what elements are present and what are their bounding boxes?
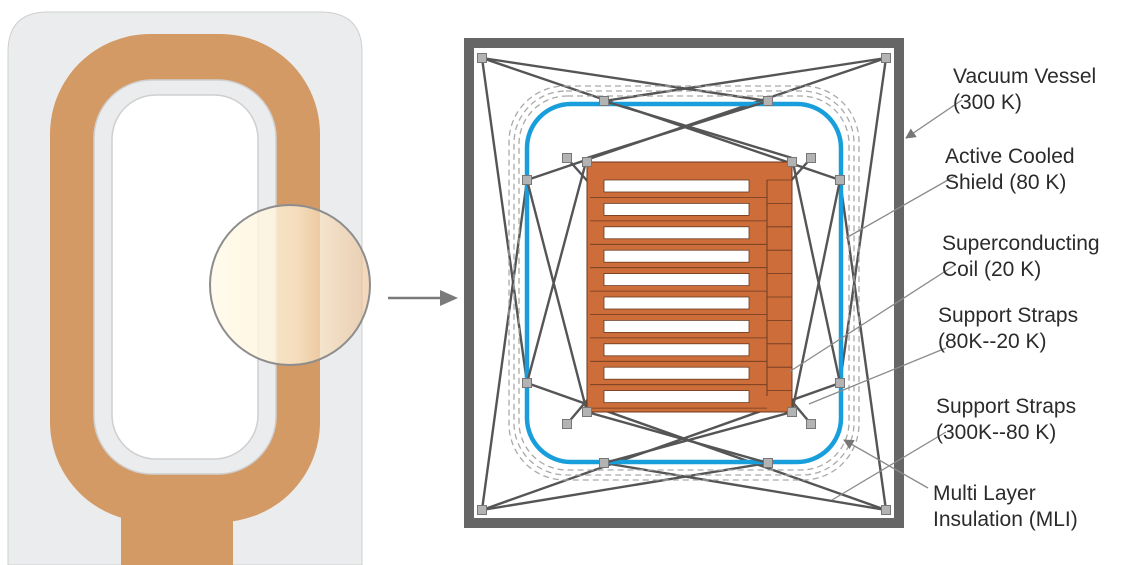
coil-turn-slot — [603, 273, 750, 287]
strap-anchor — [562, 419, 572, 429]
strap-anchor — [787, 407, 797, 417]
label-vacuum-vessel: Vacuum Vessel (300 K) — [953, 65, 1102, 114]
strap-anchor — [582, 407, 592, 417]
coil-turn-slot — [603, 249, 750, 263]
strap-anchors — [477, 53, 891, 515]
outer-strap — [480, 179, 529, 511]
inner-strap — [586, 99, 769, 160]
strap-anchor — [787, 157, 797, 167]
coil-turns — [590, 179, 792, 409]
strap-anchor — [835, 378, 845, 388]
outer-strap — [838, 57, 888, 384]
label-coil: Superconducting Coil (20 K) — [942, 232, 1105, 281]
label-inner-straps: Support Straps (80K--20 K) — [938, 304, 1084, 353]
outer-strap — [838, 179, 888, 511]
label-mli: Multi Layer Insulation (MLI) — [933, 482, 1078, 531]
outer-strap — [481, 56, 769, 103]
outer-strap — [603, 56, 887, 103]
strap-anchor — [522, 175, 532, 185]
coil-turn-slot — [603, 319, 750, 333]
inner-strap — [525, 179, 589, 413]
magnifier-lens — [209, 204, 371, 366]
strap-anchor — [763, 458, 773, 468]
strap-anchor — [562, 153, 572, 163]
strap-anchor — [763, 96, 773, 106]
coil-turn-slot — [603, 296, 750, 310]
active-cooled-shield — [524, 101, 844, 465]
label-outer-straps: Support Straps (300K--80 K) — [936, 395, 1082, 444]
magnet-overview — [7, 11, 371, 565]
coil-turn-slot — [603, 366, 750, 380]
inner-strap — [525, 157, 589, 384]
inner-strap — [790, 157, 842, 384]
inner-strap — [586, 410, 769, 465]
outer-strap — [481, 461, 769, 512]
coil-turn-slot — [603, 179, 750, 193]
inner-strap — [603, 99, 793, 160]
strap-anchor — [599, 458, 609, 468]
coil-turn-slot — [603, 202, 750, 216]
mli-layers — [508, 85, 860, 481]
strap-anchor — [477, 505, 487, 515]
strap-anchor — [522, 378, 532, 388]
strap-anchor — [477, 53, 487, 63]
coil-turn-slot — [603, 390, 750, 404]
strap-anchor — [806, 419, 816, 429]
inner-strap — [790, 179, 842, 413]
coil-turn-slot — [603, 226, 750, 240]
leader-lines — [788, 99, 963, 501]
strap-anchor — [806, 153, 816, 163]
coil-turn-slot — [603, 343, 750, 357]
outer-strap — [603, 461, 887, 512]
strap-anchor — [582, 157, 592, 167]
strap-anchor — [599, 96, 609, 106]
strap-anchor — [835, 175, 845, 185]
labels: Vacuum Vessel (300 K) Active Cooled Shie… — [933, 65, 1105, 531]
cross-section — [464, 38, 904, 528]
strap-anchor — [881, 53, 891, 63]
current-lead — [121, 515, 233, 565]
label-shield: Active Cooled Shield (80 K) — [945, 145, 1080, 194]
inner-strap — [603, 410, 793, 465]
strap-anchor — [881, 505, 891, 515]
zoom-arrow — [388, 290, 458, 306]
